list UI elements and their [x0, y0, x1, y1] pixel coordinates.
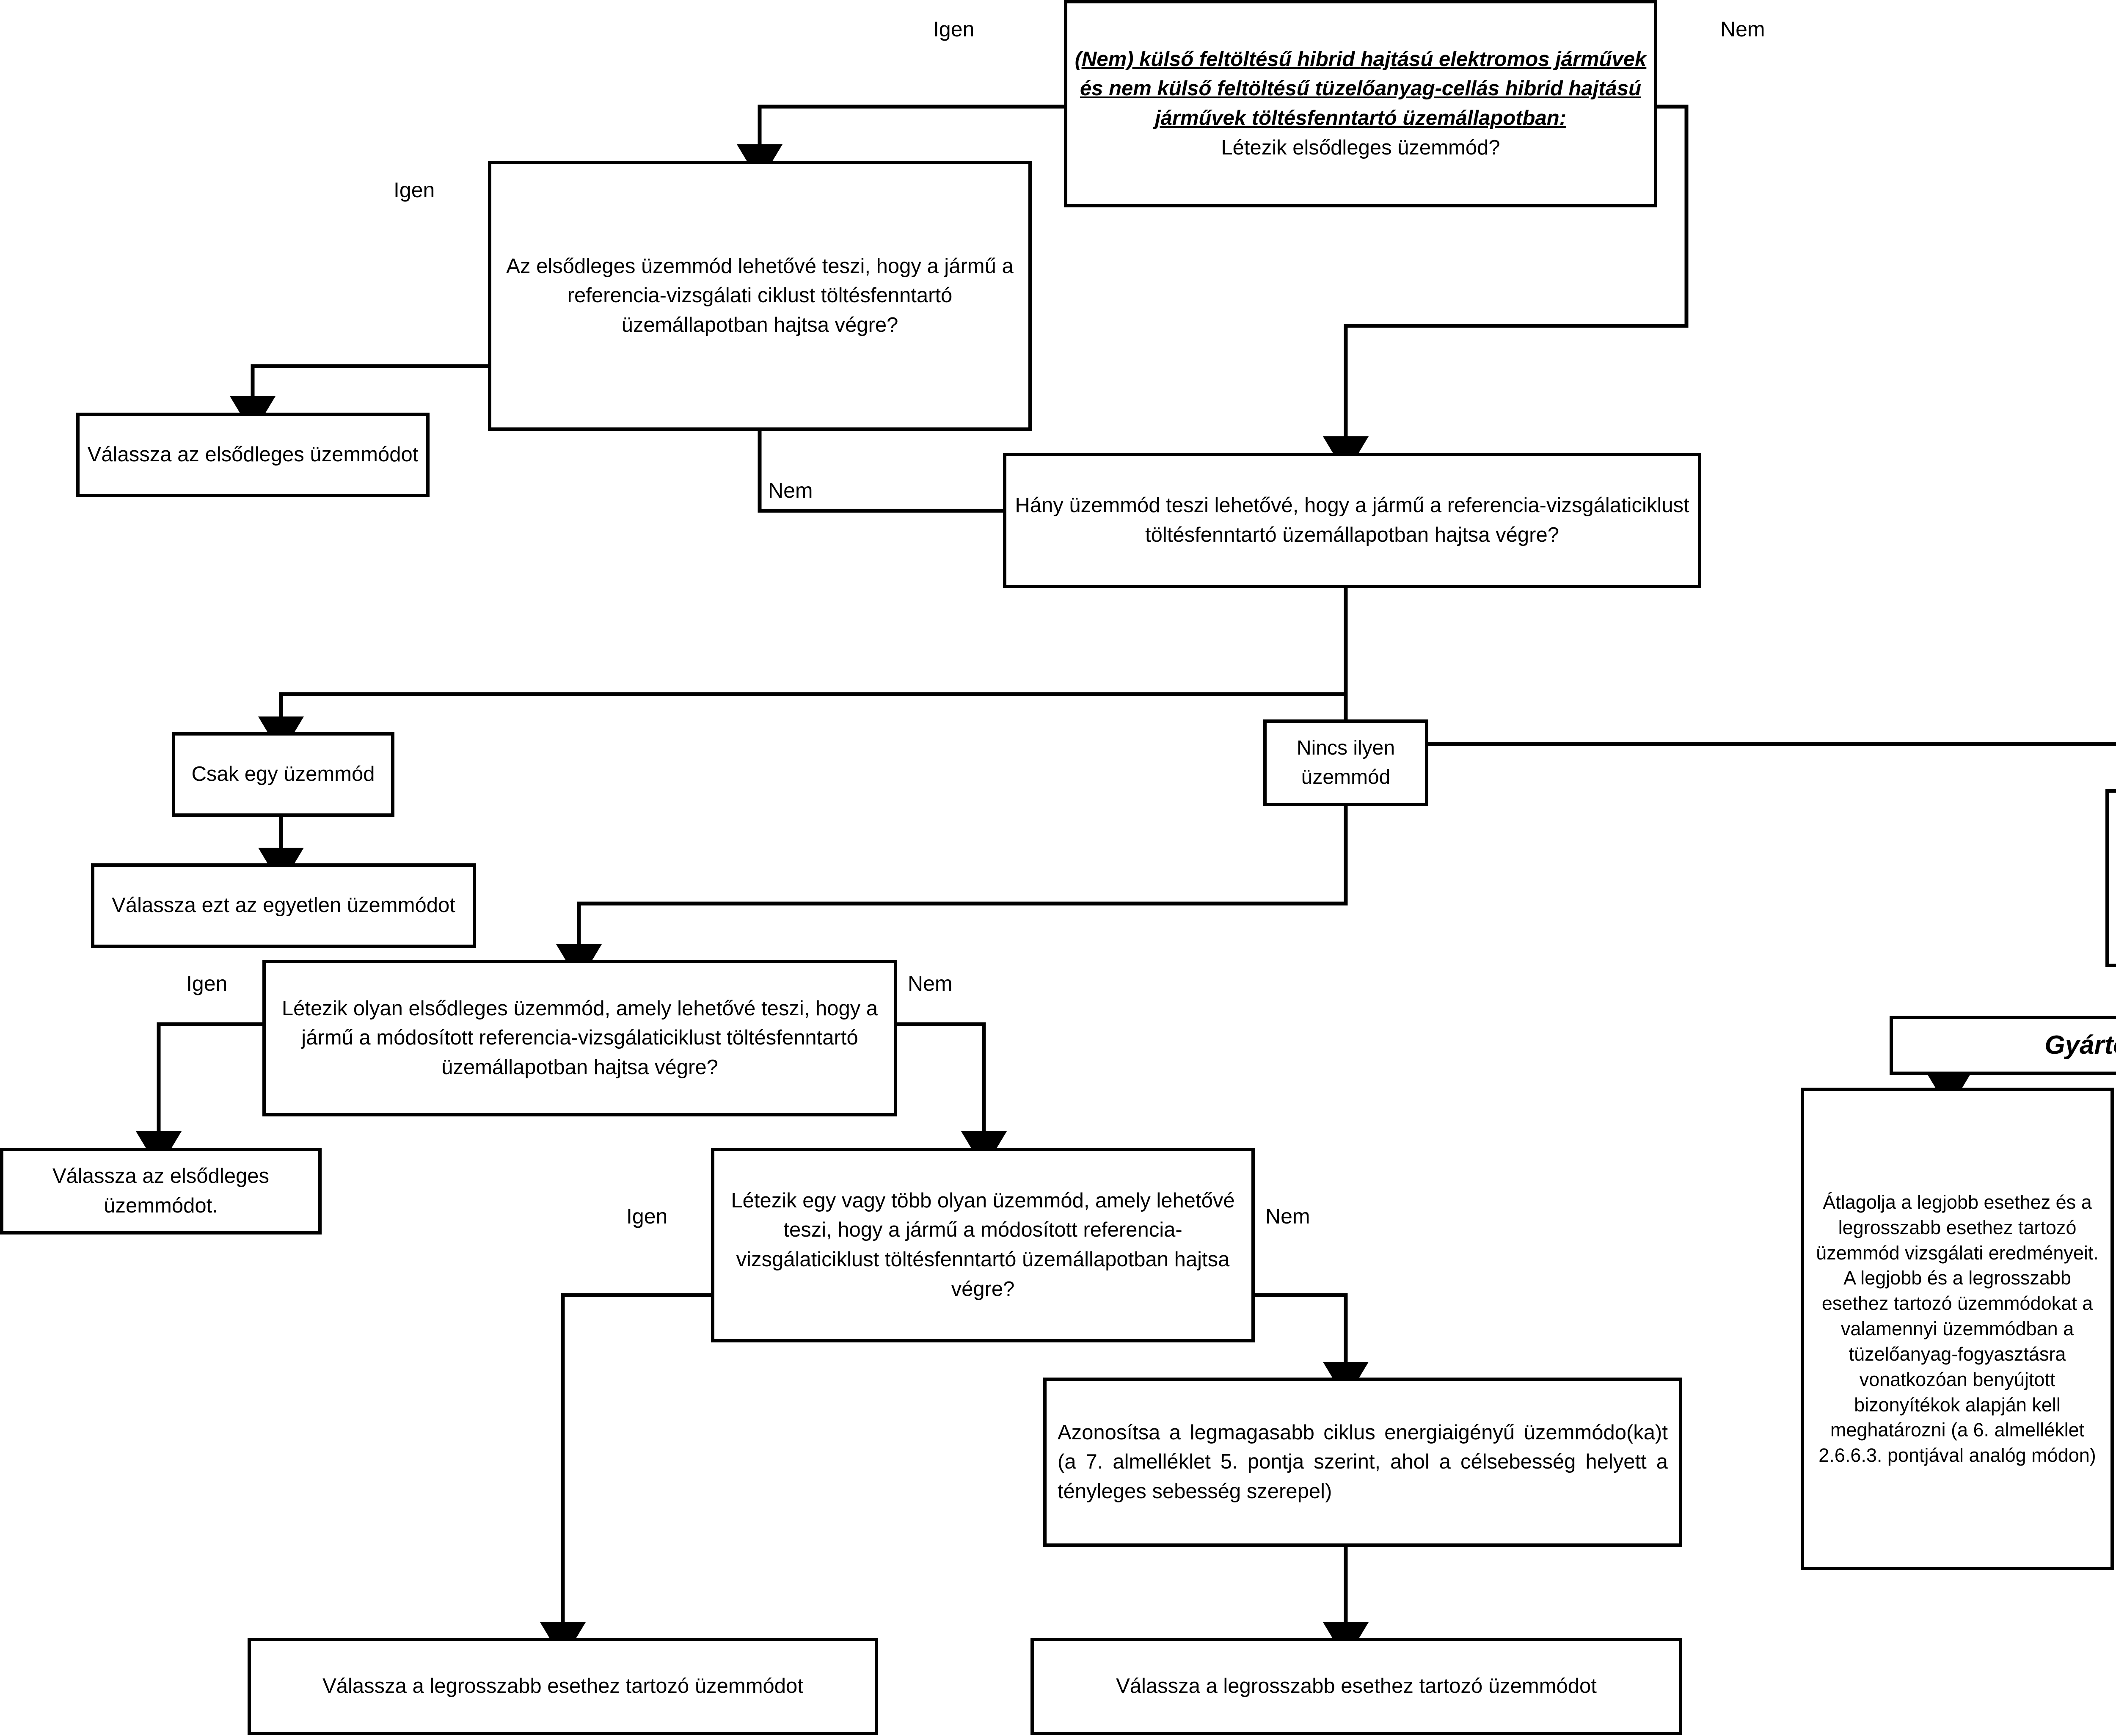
primary-modified-question-text: Létezik olyan elsődleges üzemmód, amely … — [281, 997, 878, 1079]
node-select-primary-mode-dot: Válassza az elsődleges üzemmódot. — [0, 1148, 322, 1234]
edge-label-oneormore-no: Nem — [1265, 1204, 1310, 1228]
several-modes-text: Több üzemmód is — [2109, 849, 2116, 907]
edge-label-oneormore-yes: Igen — [626, 1204, 668, 1228]
node-manufacturer-choice: Gyártó választása — [1890, 1016, 2116, 1075]
node-root-question: (Nem) külső feltöltésű hibrid hajtású el… — [1064, 0, 1657, 207]
node-identify-highest-energy: Azonosítsa a legmagasabb ciklus energiai… — [1043, 1378, 1682, 1547]
edge-label-root-yes: Igen — [933, 17, 975, 41]
edge-label-primary-no: Nem — [768, 479, 813, 502]
root-heading: (Nem) külső feltöltésű hibrid hajtású el… — [1075, 47, 1647, 130]
one-or-more-modified-question-text: Létezik egy vagy több olyan üzemmód, ame… — [731, 1189, 1235, 1301]
node-select-worst-left: Válassza a legrosszabb esethez tartozó ü… — [248, 1638, 878, 1735]
node-primary-modified-question: Létezik olyan elsődleges üzemmód, amely … — [262, 960, 897, 1116]
node-select-single-mode: Válassza ezt az egyetlen üzemmódot — [91, 863, 476, 948]
edge-label-modified-no: Nem — [908, 972, 953, 995]
select-worst-left-text: Válassza a legrosszabb esethez tartozó ü… — [322, 1675, 803, 1698]
node-one-or-more-modified-question: Létezik egy vagy több olyan üzemmód, ame… — [711, 1148, 1255, 1342]
average-best-worst-text: Átlagolja a legjobb esethez és a legross… — [1816, 1191, 2099, 1466]
identify-highest-energy-text: Azonosítsa a legmagasabb ciklus energiai… — [1058, 1421, 1668, 1503]
only-one-mode-text: Csak egy üzemmód — [191, 763, 375, 786]
node-select-primary-mode: Válassza az elsődleges üzemmódot — [76, 413, 430, 497]
root-question: Létezik elsődleges üzemmód? — [1221, 136, 1500, 159]
edge-label-root-no: Nem — [1720, 17, 1765, 41]
select-single-mode-text: Válassza ezt az egyetlen üzemmódot — [112, 894, 455, 917]
node-primary-mode-question: Az elsődleges üzemmód lehetővé teszi, ho… — [488, 161, 1032, 431]
node-several-modes: Több üzemmód is — [2105, 789, 2116, 967]
no-such-mode-text: Nincs ilyen üzemmód — [1296, 737, 1395, 788]
edge-label-modified-yes: Igen — [186, 972, 228, 995]
node-average-best-worst: Átlagolja a legjobb esethez és a legross… — [1801, 1088, 2114, 1570]
select-worst-mid-text: Válassza a legrosszabb esethez tartozó ü… — [1116, 1675, 1597, 1698]
node-no-such-mode: Nincs ilyen üzemmód — [1263, 719, 1428, 806]
node-select-worst-mid: Válassza a legrosszabb esethez tartozó ü… — [1030, 1638, 1682, 1735]
how-many-modes-text: Hány üzemmód teszi lehetővé, hogy a járm… — [1015, 494, 1689, 546]
manufacturer-choice-text: Gyártó választása — [2044, 1030, 2116, 1060]
select-primary-mode-text: Válassza az elsődleges üzemmódot — [87, 443, 419, 466]
primary-mode-question-text: Az elsődleges üzemmód lehetővé teszi, ho… — [506, 254, 1014, 336]
edge-label-primary-yes: Igen — [394, 178, 435, 202]
select-primary-mode-dot-text: Válassza az elsődleges üzemmódot. — [52, 1164, 270, 1217]
node-only-one-mode: Csak egy üzemmód — [172, 732, 394, 817]
node-how-many-modes-question: Hány üzemmód teszi lehetővé, hogy a járm… — [1003, 453, 1701, 588]
